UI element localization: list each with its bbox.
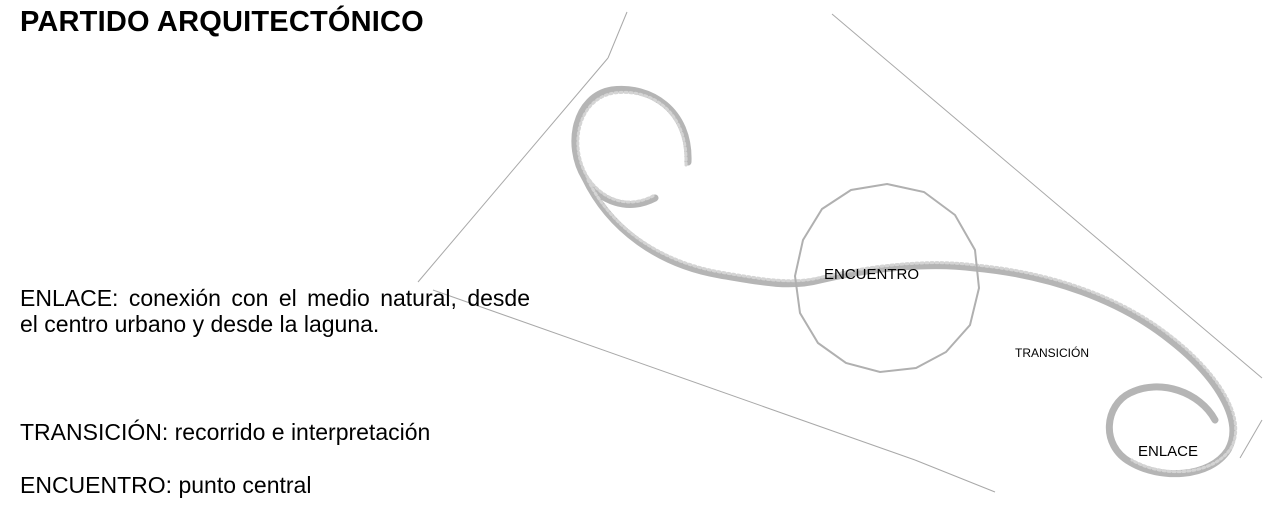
site-boundary xyxy=(417,11,1263,493)
brush-path-main xyxy=(571,85,1237,478)
site-line-east xyxy=(1239,419,1263,459)
brush-path xyxy=(571,85,1238,478)
diagram-label-transicion: TRANSICIÓN xyxy=(1015,345,1089,360)
description-transicion: TRANSICIÓN: recorrido e interpretación xyxy=(20,419,431,445)
brush-path-texture xyxy=(576,90,1238,474)
site-line-west xyxy=(417,57,609,283)
site-line-north-east xyxy=(831,13,1263,379)
site-line-top-left xyxy=(607,11,628,59)
encuentro-circle xyxy=(793,182,981,374)
site-line-south-east xyxy=(914,459,996,493)
description-encuentro: ENCUENTRO: punto central xyxy=(20,472,312,498)
site-line-south xyxy=(432,289,916,461)
diagram-label-enlace: ENLACE xyxy=(1138,443,1198,460)
diagram-label-encuentro: ENCUENTRO xyxy=(824,266,919,283)
page-title: PARTIDO ARQUITECTÓNICO xyxy=(20,6,424,38)
description-enlace: ENLACE: conexión con el medio natural, d… xyxy=(20,285,530,337)
